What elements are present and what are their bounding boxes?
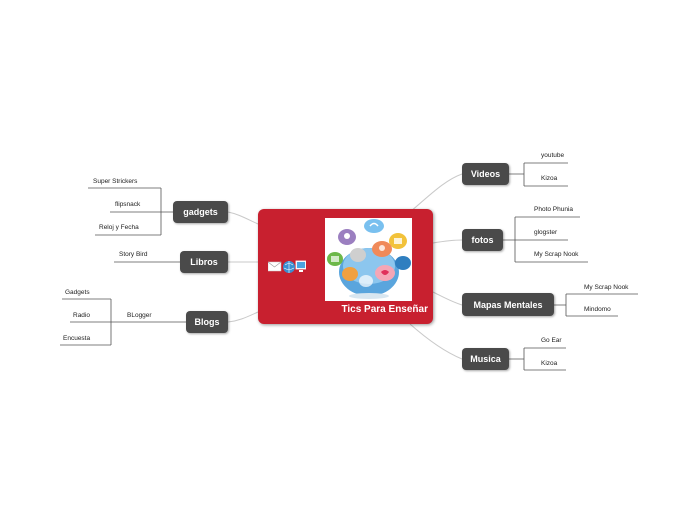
center-icon-group bbox=[267, 259, 307, 280]
leaf-kizoa-musica[interactable]: Kizoa bbox=[541, 360, 558, 367]
branch-musica[interactable]: Musica bbox=[462, 348, 509, 370]
leaf-glogster[interactable]: glogster bbox=[534, 229, 558, 236]
computer-icon bbox=[295, 260, 307, 272]
branch-blogs[interactable]: Blogs bbox=[186, 311, 228, 333]
branch-fotos[interactable]: fotos bbox=[462, 229, 503, 251]
central-topic[interactable]: Tics Para Enseñar bbox=[258, 209, 433, 324]
leaf-flipsnack[interactable]: flipsnack bbox=[115, 201, 141, 208]
leaf-youtube[interactable]: youtube bbox=[541, 152, 565, 159]
leaf-line-blogs bbox=[60, 298, 186, 346]
social-media-bubbles-icon bbox=[325, 218, 412, 301]
branch-gadgets[interactable]: gadgets bbox=[173, 201, 228, 223]
branch-videos[interactable]: Videos bbox=[462, 163, 509, 185]
leaf-photo-phunia[interactable]: Photo Phunia bbox=[534, 206, 574, 213]
leaf-go-ear[interactable]: Go Ear bbox=[541, 337, 562, 344]
leaf-reloj-y-fecha[interactable]: Reloj y Fecha bbox=[99, 224, 139, 231]
connector-mapas bbox=[432, 291, 463, 306]
mail-icon bbox=[267, 261, 282, 272]
subleaf-radio[interactable]: Radio bbox=[73, 312, 90, 319]
central-title: Tics Para Enseñar bbox=[341, 304, 428, 315]
leaf-mindomo[interactable]: Mindomo bbox=[584, 306, 611, 313]
leaf-my-scrap-nook-mapas[interactable]: My Scrap Nook bbox=[584, 284, 629, 291]
branch-libros[interactable]: Libros bbox=[180, 251, 228, 273]
subleaf-gadgets[interactable]: Gadgets bbox=[65, 289, 90, 296]
subleaf-encuesta[interactable]: Encuesta bbox=[63, 335, 91, 342]
leaf-line-videos bbox=[509, 162, 568, 187]
leaf-blogger[interactable]: BLogger bbox=[127, 312, 152, 319]
leaf-line-mapas bbox=[554, 293, 638, 317]
globe-icon bbox=[283, 261, 295, 273]
leaf-my-scrap-nook-fotos[interactable]: My Scrap Nook bbox=[534, 251, 579, 258]
connector-musica bbox=[409, 323, 463, 360]
leaf-kizoa-videos[interactable]: Kizoa bbox=[541, 175, 558, 182]
connector-fotos bbox=[432, 239, 463, 244]
leaf-line-gadgets bbox=[88, 187, 173, 236]
leaf-super-strickers[interactable]: Super Strickers bbox=[93, 178, 138, 185]
leaf-line-musica bbox=[509, 347, 566, 371]
connector-videos bbox=[409, 173, 463, 213]
branch-mapas-mentales[interactable]: Mapas Mentales bbox=[462, 293, 554, 316]
leaf-line-fotos bbox=[503, 216, 588, 263]
leaf-story-bird[interactable]: Story Bird bbox=[119, 251, 148, 258]
connector-gadgets bbox=[227, 211, 259, 225]
connector-blogs bbox=[227, 311, 259, 323]
